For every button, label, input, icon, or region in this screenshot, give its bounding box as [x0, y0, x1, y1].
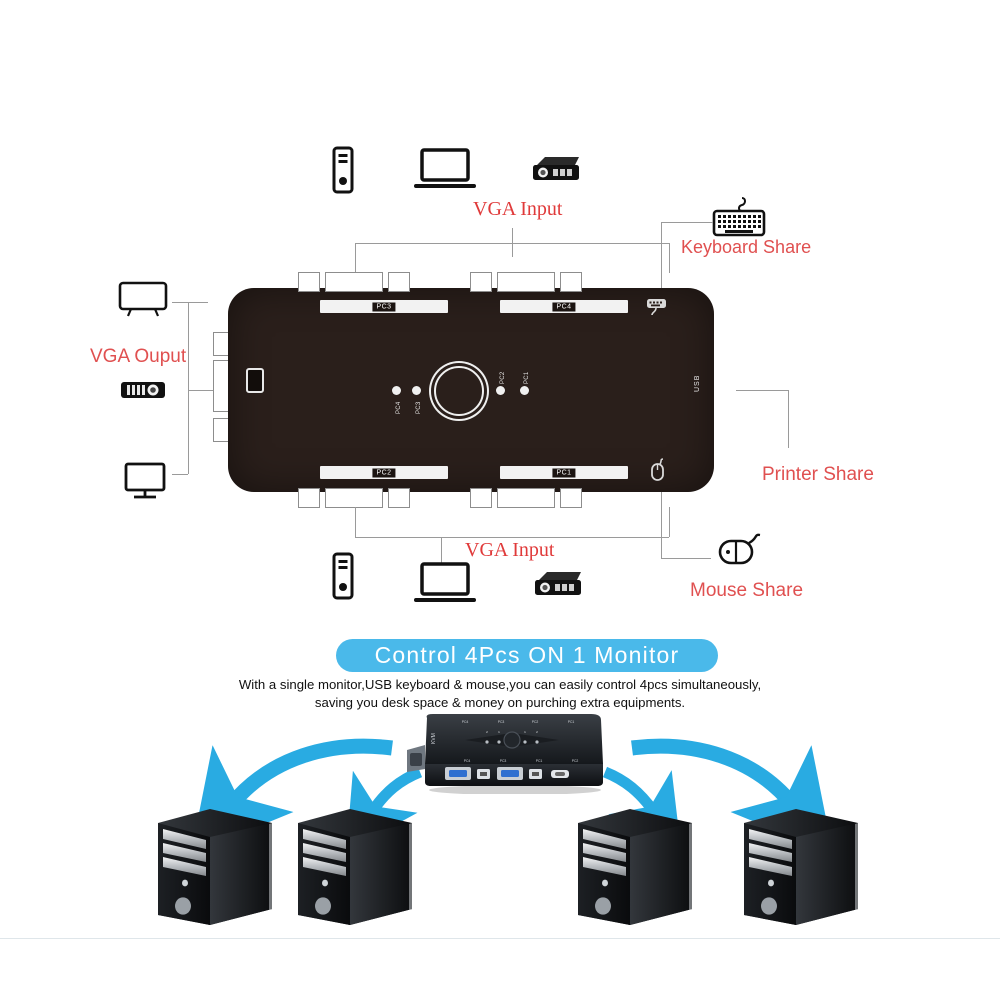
connector-line	[441, 537, 442, 565]
kvm-switch-diagram: PC3 PC4 PC2 PC1 USB	[228, 288, 714, 492]
pc-port-strip-top-right: PC4	[500, 300, 628, 313]
svg-text:PC1: PC1	[568, 720, 575, 724]
connector-line	[661, 222, 713, 223]
svg-text:PC4: PC4	[462, 720, 469, 724]
arrow-to-pc-4	[631, 738, 834, 854]
pc-tower-4	[744, 809, 858, 925]
svg-text:PC3: PC3	[500, 759, 507, 763]
connector-line	[355, 537, 669, 538]
port-tab	[325, 488, 383, 508]
arrow-to-pc-3	[602, 766, 682, 851]
port-tab	[298, 272, 320, 292]
svg-text:PC2: PC2	[532, 720, 539, 724]
port-tab	[325, 272, 383, 292]
vga-input-top-label: VGA Input	[473, 198, 563, 220]
svg-text:PC4: PC4	[464, 759, 471, 763]
headline-banner: Control 4Pcs ON 1 Monitor	[336, 639, 718, 672]
usb-side-label: USB	[694, 374, 701, 392]
port-tab	[388, 272, 410, 292]
pc-port-strip-bottom-left: PC2	[320, 466, 448, 479]
subtitle-line-1: With a single monitor,USB keyboard & mou…	[238, 677, 762, 692]
distribution-arrows	[190, 738, 834, 854]
svg-text:PC3: PC3	[498, 720, 505, 724]
pc-tower-3	[578, 809, 692, 925]
connector-line	[661, 222, 662, 297]
dvr-icon	[535, 572, 581, 595]
monitor-wide-icon	[118, 281, 168, 317]
connector-line	[661, 558, 711, 559]
dvr-icon	[533, 157, 579, 180]
led-pc3	[412, 386, 421, 395]
svg-text:1: 1	[498, 730, 500, 734]
connector-line	[736, 390, 788, 391]
port-tab	[560, 272, 582, 292]
mouse-share-label: Mouse Share	[690, 580, 804, 601]
laptop-icon	[414, 148, 476, 188]
subtitle-line-2: saving you desk space & money on purchin…	[314, 694, 686, 710]
projector-icon	[121, 382, 165, 398]
pc-port-strip-bottom-right: PC1	[500, 466, 628, 479]
led-pc1	[520, 386, 529, 395]
svg-text:KVM: KVM	[431, 733, 437, 744]
connector-line	[788, 390, 789, 448]
keyboard-icon	[712, 197, 766, 237]
connector-line	[669, 507, 670, 537]
connector-line	[512, 243, 513, 257]
connector-line	[512, 228, 513, 256]
monitor-icon	[124, 462, 166, 499]
svg-text:PC2: PC2	[572, 759, 579, 763]
arrow-to-pc-1	[190, 738, 393, 854]
connector-line	[355, 507, 356, 537]
vga-output-plug	[246, 368, 264, 393]
vga-input-bottom-label: VGA Input	[465, 539, 555, 561]
port-tab	[560, 488, 582, 508]
port-tab	[470, 488, 492, 508]
keyboard-port-glyph-icon	[647, 299, 666, 316]
pc-tower-1	[158, 809, 272, 925]
connector-line	[669, 243, 670, 273]
headline-banner-text: Control 4Pcs ON 1 Monitor	[374, 642, 680, 668]
svg-text:PC1: PC1	[536, 759, 543, 763]
connector-line	[661, 492, 662, 558]
svg-text:1: 1	[524, 730, 526, 734]
connector-line	[188, 302, 189, 474]
led-pc2	[496, 386, 505, 395]
port-tab	[470, 272, 492, 292]
printer-share-label: Printer Share	[762, 464, 874, 485]
mouse-icon	[718, 533, 761, 565]
connector-line	[172, 302, 208, 303]
channel-selector-dial[interactable]	[434, 366, 484, 416]
headline-subtitle: With a single monitor,USB keyboard & mou…	[200, 676, 800, 712]
pc-tower-2	[298, 809, 412, 925]
svg-text:2: 2	[536, 730, 538, 734]
port-tab	[388, 488, 410, 508]
laptop-icon	[414, 562, 476, 602]
keyboard-share-label: Keyboard Share	[681, 237, 812, 257]
bottom-divider	[0, 938, 1000, 939]
led-pc4	[392, 386, 401, 395]
arrow-to-pc-2	[346, 766, 423, 852]
port-tab	[497, 488, 555, 508]
connector-line	[355, 243, 356, 273]
mouse-port-glyph-icon	[651, 458, 664, 481]
vga-output-label: VGA Ouput	[90, 346, 187, 367]
connector-line	[188, 390, 215, 391]
pc-port-strip-top-left: PC3	[320, 300, 448, 313]
tower-pc-icon	[332, 146, 354, 194]
port-tab	[298, 488, 320, 508]
connector-line	[172, 474, 188, 475]
svg-text:2: 2	[486, 730, 488, 734]
port-tab	[497, 272, 555, 292]
tower-pc-icon	[332, 552, 354, 600]
kvm-switch-product-photo: PC4 PC3 PC2 PC1 PC4 PC3 PC1 PC2 2 1 1 2 KV…	[407, 714, 603, 794]
